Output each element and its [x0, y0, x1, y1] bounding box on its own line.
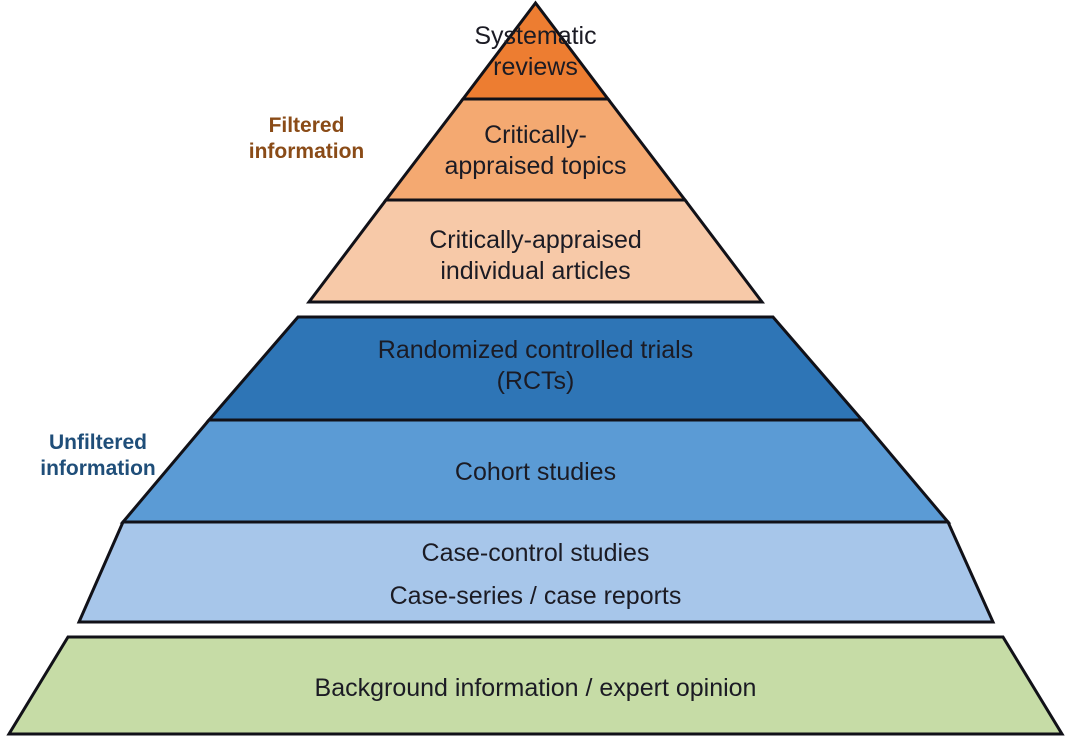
- tier-shape-case-control-and-case-series[interactable]: [76, 520, 996, 624]
- tier-shape-randomized-controlled-trials[interactable]: [205, 315, 866, 422]
- tier-shape-cohort-studies[interactable]: [119, 418, 952, 524]
- group-label-unfiltered: Unfiltered information: [40, 431, 156, 481]
- group-label-filtered: Filtered information: [248, 114, 365, 164]
- tier-shape-background-information[interactable]: [6, 635, 1065, 736]
- tier-shape-systematic-reviews[interactable]: [459, 0, 612, 101]
- tier-shape-critically-appraised-topics[interactable]: [382, 97, 689, 202]
- tier-shape-critically-appraised-individual-articles[interactable]: [305, 198, 766, 304]
